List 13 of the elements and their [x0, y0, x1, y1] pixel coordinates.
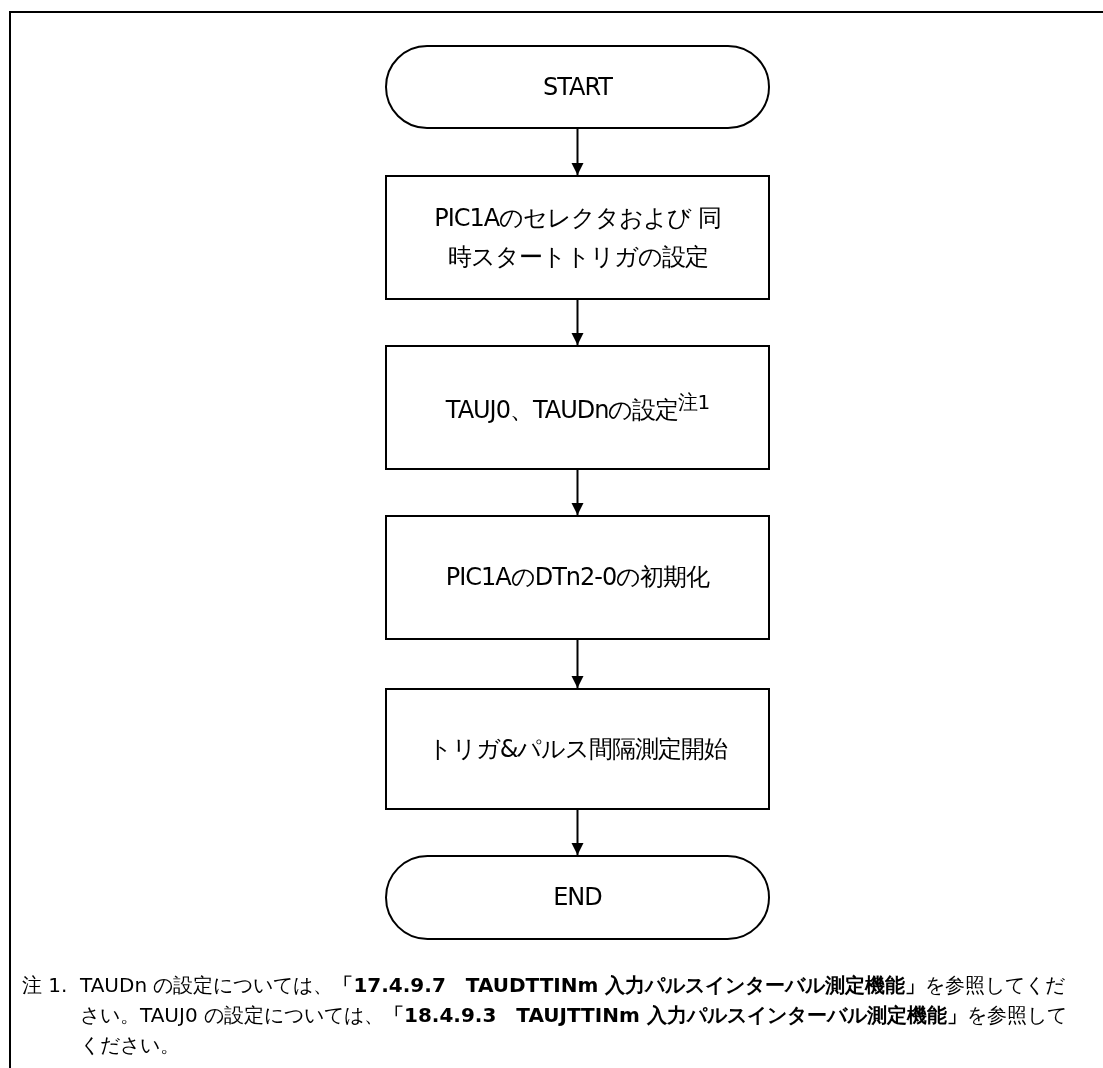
- process-box: PIC1Aのセレクタおよび 同時スタートトリガの設定: [385, 175, 770, 300]
- process-box: TAUJ0、TAUDnの設定$^{注1}$: [385, 345, 770, 470]
- arrow: [571, 639, 584, 689]
- terminal-box: END: [385, 855, 770, 940]
- arrow: [571, 469, 584, 516]
- process-box: PIC1AのDTn2-0の初期化: [385, 515, 770, 640]
- arrow: [571, 299, 584, 346]
- note-number: 注 1.: [22, 972, 69, 999]
- note-text: TAUDn の設定については、「17.4.9.7 TAUDTTINm 入力パルスインターバル測定機能」を参照してください。TAUJ0 の設定については、「18.4.9.3 TAUJTTINm 入力パルスインターバル測定機能」を参照してください。: [80, 972, 1068, 1059]
- arrow: [571, 128, 584, 176]
- terminal-box: START: [385, 45, 770, 129]
- arrow: [571, 809, 584, 856]
- process-box: トリガ&パルス間隔測定開始: [385, 688, 770, 810]
